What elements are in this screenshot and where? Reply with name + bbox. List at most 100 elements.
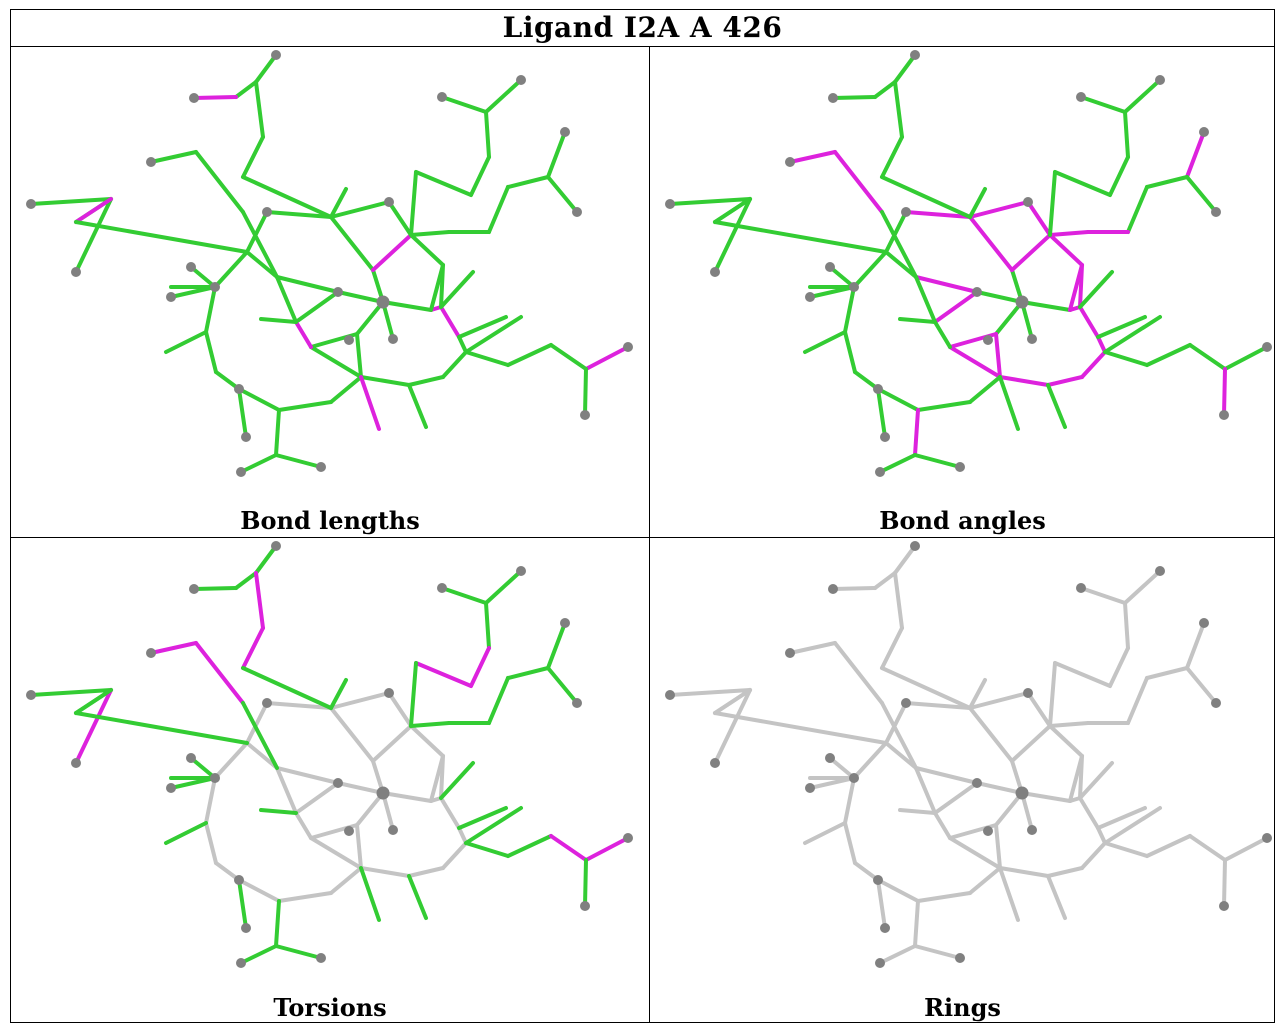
bond xyxy=(914,766,979,785)
bond xyxy=(407,375,445,387)
bond xyxy=(274,408,281,457)
bond xyxy=(913,453,962,469)
bond xyxy=(359,375,411,387)
title-divider xyxy=(11,46,1275,47)
bond xyxy=(329,215,375,272)
bond-lengths-molecule xyxy=(26,50,633,477)
atom xyxy=(1199,127,1209,137)
atom xyxy=(516,566,526,576)
bond xyxy=(1078,305,1100,339)
bond xyxy=(274,453,323,469)
bond xyxy=(254,544,278,575)
atom xyxy=(828,584,838,594)
bond xyxy=(355,300,385,336)
bond xyxy=(1010,233,1052,272)
bond xyxy=(1108,155,1130,197)
bond xyxy=(1103,350,1149,367)
bond xyxy=(880,666,972,710)
bond xyxy=(259,808,298,815)
panel-rings xyxy=(650,538,1275,993)
bond xyxy=(506,175,550,189)
atom xyxy=(580,901,590,911)
bond xyxy=(1126,676,1149,725)
atom xyxy=(828,93,838,103)
bond xyxy=(884,701,908,745)
bond xyxy=(329,200,391,219)
bond xyxy=(241,210,279,279)
bond xyxy=(876,387,887,439)
bond xyxy=(713,220,888,254)
atom xyxy=(236,467,246,477)
bond xyxy=(294,320,313,349)
bond xyxy=(355,332,363,379)
bond xyxy=(878,944,917,965)
bond xyxy=(29,197,113,206)
atom xyxy=(1155,566,1165,576)
bond xyxy=(409,724,445,758)
bond xyxy=(1188,834,1227,862)
bond xyxy=(1096,315,1147,339)
torsions-molecule xyxy=(26,541,633,968)
bond xyxy=(994,332,1002,379)
bond xyxy=(277,400,333,412)
bond xyxy=(275,766,298,815)
bond xyxy=(1103,315,1162,354)
bond xyxy=(1046,375,1084,387)
bond xyxy=(788,150,837,164)
bond xyxy=(1078,270,1114,309)
bond xyxy=(407,866,445,878)
bond xyxy=(1026,200,1052,237)
bond xyxy=(464,841,510,858)
bond xyxy=(387,200,413,237)
bond xyxy=(309,836,363,870)
atom xyxy=(271,50,281,60)
atom xyxy=(262,698,272,708)
atom xyxy=(1211,698,1221,708)
bond xyxy=(1222,367,1227,417)
bond xyxy=(439,305,461,339)
bond xyxy=(241,175,333,219)
bond xyxy=(898,808,937,815)
atom xyxy=(388,334,398,344)
bond xyxy=(294,781,340,815)
bond xyxy=(975,290,1024,304)
bond xyxy=(1078,796,1100,830)
bond xyxy=(457,826,468,845)
bond xyxy=(831,586,877,591)
bond xyxy=(359,866,381,922)
bond xyxy=(808,776,856,790)
atom xyxy=(710,267,720,277)
bond xyxy=(584,345,630,371)
panel-torsions xyxy=(11,538,649,993)
atom xyxy=(333,778,343,788)
bond xyxy=(245,741,279,770)
bond xyxy=(1123,110,1130,159)
atom xyxy=(333,287,343,297)
atom xyxy=(437,92,447,102)
bond xyxy=(873,571,897,590)
bond xyxy=(803,821,847,845)
bond xyxy=(457,315,508,339)
bond xyxy=(1020,300,1072,312)
bond xyxy=(355,823,363,870)
atom xyxy=(955,462,965,472)
bond xyxy=(880,210,918,279)
bond xyxy=(994,300,1024,336)
bond xyxy=(546,666,579,705)
column-divider xyxy=(649,46,650,1023)
bond xyxy=(876,387,920,412)
atom xyxy=(901,207,911,217)
bond xyxy=(583,367,588,417)
bond xyxy=(441,350,468,379)
bond xyxy=(484,110,491,159)
atom xyxy=(166,783,176,793)
bond xyxy=(852,250,888,289)
bond xyxy=(245,250,279,279)
bond xyxy=(880,175,972,219)
bond xyxy=(843,821,857,865)
atom xyxy=(785,648,795,658)
bond xyxy=(192,586,238,591)
bond xyxy=(234,571,258,590)
bond xyxy=(913,408,920,457)
bond xyxy=(913,944,962,960)
